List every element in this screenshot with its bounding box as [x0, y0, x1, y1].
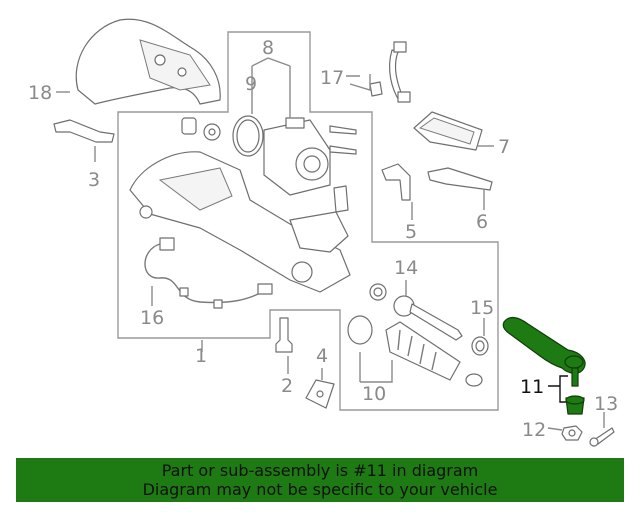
part-15-ring [471, 336, 489, 356]
leader-lines [56, 57, 605, 431]
callout-numbers: 18 3 8 9 17 7 5 6 14 15 16 1 4 2 10 11 1… [28, 37, 618, 441]
steering-gear-body [129, 151, 351, 293]
callout-6: 6 [476, 211, 488, 233]
callout-3: 3 [88, 169, 100, 191]
callout-5: 5 [405, 221, 417, 243]
part-4-bracket [305, 379, 335, 409]
part-5-bracket [381, 163, 411, 201]
part-18-cover [75, 18, 221, 105]
part-13-cotter-pin [589, 427, 615, 447]
assembly-outline [117, 31, 499, 411]
part-8-motor [263, 117, 331, 196]
part-16-harness [144, 237, 273, 309]
callout-16: 16 [140, 307, 164, 329]
callout-17: 17 [320, 67, 344, 89]
part-6-bracket [427, 167, 493, 191]
callout-1: 1 [195, 345, 207, 367]
parts-diagram: 18 3 8 9 17 7 5 6 14 15 16 1 4 2 10 11 1… [28, 18, 618, 447]
callout-9: 9 [245, 73, 257, 95]
callout-12: 12 [522, 419, 546, 441]
part-10-boot [347, 315, 483, 387]
part-12-nut [561, 425, 583, 441]
part-14-tie-rod [369, 283, 463, 341]
banner-line-1: Part or sub-assembly is #11 in diagram [161, 461, 479, 480]
callout-7: 7 [498, 136, 510, 158]
part-17-hose [369, 41, 411, 103]
callout-10: 10 [362, 383, 386, 405]
info-banner: Part or sub-assembly is #11 in diagram D… [16, 458, 624, 502]
callout-14: 14 [394, 257, 418, 279]
small-bushings [181, 117, 221, 141]
callout-13: 13 [594, 393, 618, 415]
callout-18: 18 [28, 82, 52, 104]
part-2-bolt [275, 317, 293, 353]
callout-2: 2 [281, 375, 293, 397]
callout-8: 8 [262, 37, 274, 59]
banner-line-2: Diagram may not be specific to your vehi… [142, 480, 498, 499]
callout-15: 15 [470, 297, 494, 319]
callout-11: 11 [520, 376, 544, 398]
part-3-bracket [53, 119, 115, 143]
bolts [329, 125, 357, 155]
callout-4: 4 [316, 345, 328, 367]
part-11-tie-rod-end [502, 316, 586, 415]
part-7-cover [413, 111, 483, 151]
part-9-o-ring [232, 115, 264, 157]
